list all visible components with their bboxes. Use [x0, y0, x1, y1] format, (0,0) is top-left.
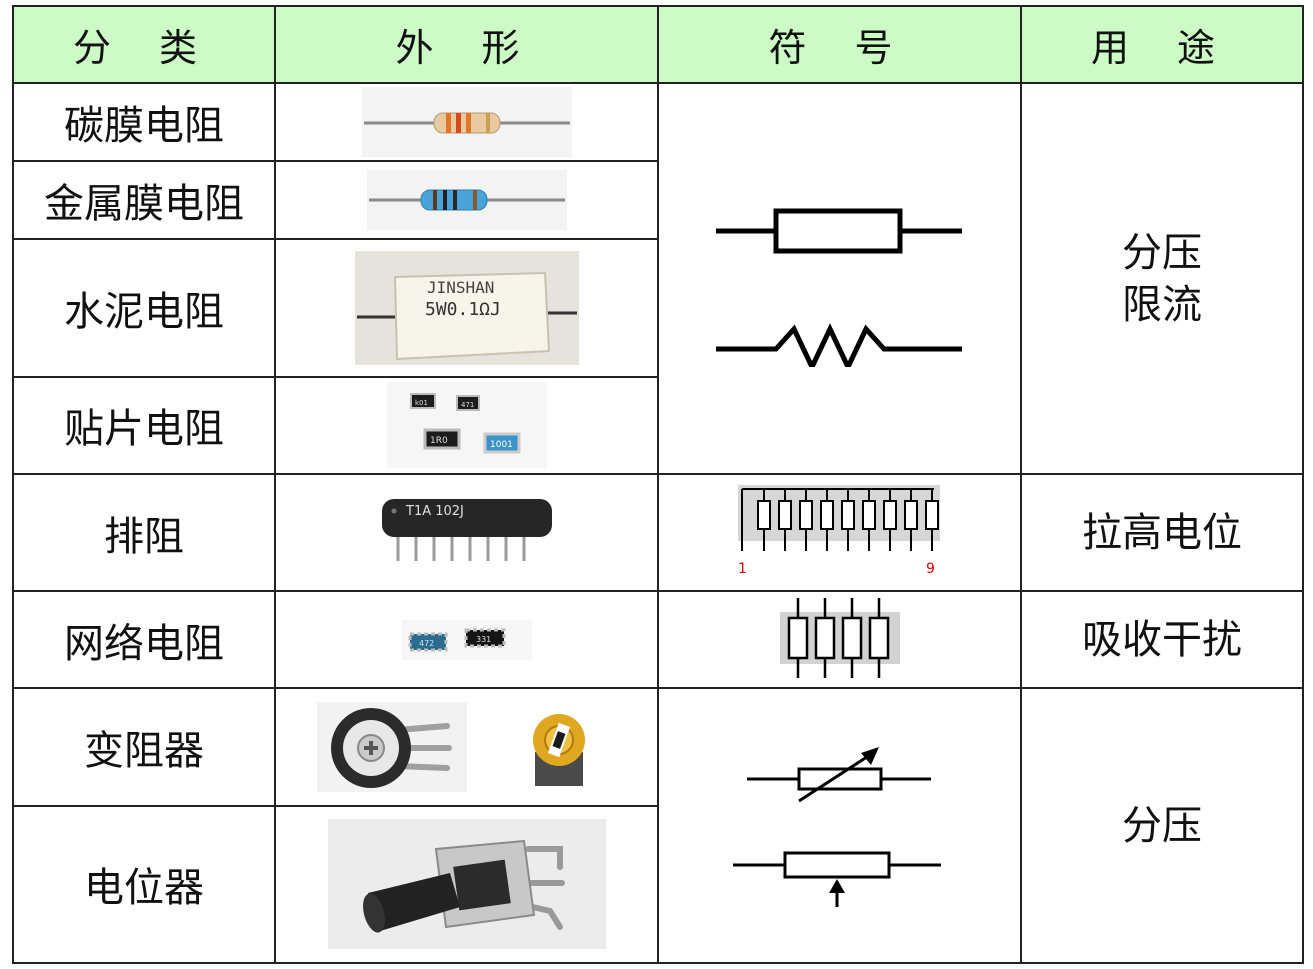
header-row: 分 类 外 形 符 号 用 途: [12, 4, 1304, 85]
sip-network-symbol-icon: 1 9: [737, 484, 940, 577]
usage-fixed-line2: 限流: [1122, 281, 1202, 328]
appearance-rheostat: [274, 687, 659, 807]
usage-fixed-line1: 分压: [1122, 229, 1202, 276]
header-symbol: 符 号: [657, 4, 1022, 85]
resistor-table: 分 类 外 形 符 号 用 途 碳膜电阻: [12, 4, 1304, 965]
usage-pullup: 拉高电位: [1020, 472, 1304, 593]
header-category: 分 类: [12, 4, 276, 85]
smd-resistor-icon: k01 471 1R0 1001: [386, 382, 547, 469]
sip-label: T1A 102J: [405, 504, 464, 519]
chip-resistor-network-icon: 472 331: [401, 619, 532, 660]
metal-film-resistor-icon: [366, 170, 567, 231]
cement-label-line1: JINSHAN: [427, 278, 494, 297]
pin-label-last: 9: [926, 561, 935, 577]
smd-label-3: 1R0: [430, 436, 448, 446]
table-row: 排阻 T1A 102J: [12, 472, 1304, 593]
category-chip-network: 网络电阻: [12, 590, 276, 690]
smd-label-2: 471: [461, 401, 474, 409]
carbon-film-resistor-icon: [361, 87, 572, 158]
table-row: 水泥电阻 JINSHAN 5W0.1ΩJ: [12, 238, 1303, 378]
appearance-sip-network: T1A 102J: [274, 472, 659, 593]
category-metal-film: 金属膜电阻: [12, 160, 276, 241]
category-rheostat: 变阻器: [12, 687, 276, 807]
table-row: 贴片电阻 k01 471 1R0 1001: [12, 375, 1303, 475]
fixed-resistor-symbol-icon: [715, 208, 962, 373]
sip-resistor-network-icon: T1A 102J: [376, 495, 558, 571]
category-sip-network: 排阻: [12, 472, 276, 593]
table-row: 碳膜电阻 分压: [12, 82, 1304, 475]
symbol-sip-network: 1 9: [657, 472, 1022, 593]
smd-label-4: 1001: [490, 440, 513, 450]
usage-variable: 分压: [1020, 687, 1304, 964]
appearance-carbon-film: [274, 82, 659, 163]
cement-label-line2: 5W0.1ΩJ: [425, 299, 501, 320]
smd-label-1: k01: [415, 399, 428, 407]
symbol-variable-resistor: [657, 687, 1022, 964]
chip-label-1: 472: [419, 639, 434, 648]
chip-network-symbol-icon: [779, 597, 900, 678]
usage-fixed: 分压 限流: [1020, 82, 1304, 475]
header-usage: 用 途: [1020, 4, 1304, 85]
pin-label-first: 1: [738, 561, 747, 577]
appearance-chip-network: 472 331: [274, 590, 659, 690]
category-cement: 水泥电阻: [12, 238, 276, 378]
table-row: 网络电阻 472 331: [12, 590, 1304, 690]
appearance-metal-film: [274, 160, 659, 241]
cement-resistor-icon: JINSHAN 5W0.1ΩJ: [354, 251, 579, 366]
table-row: 电位器: [12, 804, 1303, 965]
appearance-cement: JINSHAN 5W0.1ΩJ: [274, 238, 659, 378]
header-appearance: 外 形: [274, 4, 659, 85]
trimmer-potentiometer-icon: [316, 702, 617, 792]
category-smd: 贴片电阻: [12, 375, 276, 475]
symbol-chip-network: [657, 590, 1022, 690]
category-carbon-film: 碳膜电阻: [12, 82, 276, 163]
rotary-potentiometer-icon: [327, 819, 606, 950]
table-row: 金属膜电阻: [12, 160, 1303, 241]
symbol-fixed-resistor: [657, 82, 1022, 475]
usage-interference: 吸收干扰: [1020, 590, 1304, 690]
appearance-smd: k01 471 1R0 1001: [274, 375, 659, 475]
appearance-potentiometer: [274, 804, 659, 965]
table-row: 变阻器: [12, 687, 1304, 964]
category-potentiometer: 电位器: [12, 804, 276, 965]
variable-resistor-symbol-icon: [732, 746, 941, 907]
chip-label-2: 331: [476, 635, 491, 644]
